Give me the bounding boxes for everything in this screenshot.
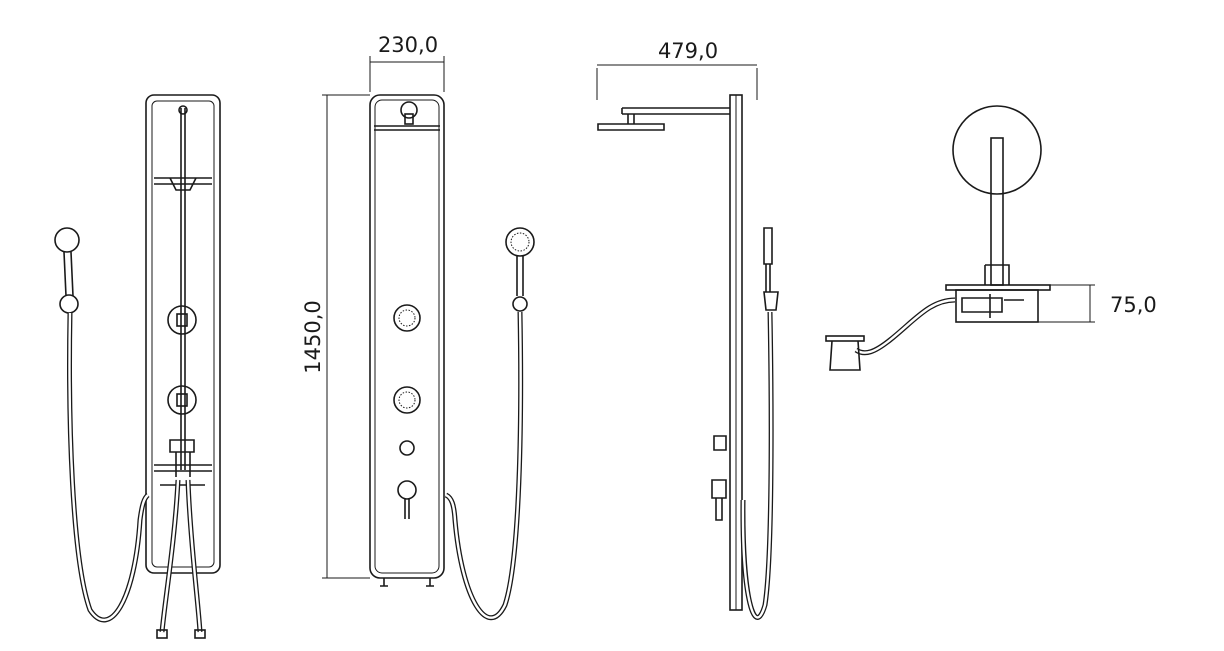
front-view: [322, 56, 535, 621]
mixer-lever: [397, 480, 417, 500]
body-jet-lower: [393, 386, 421, 414]
depth-dimension-label: 75,0: [1110, 293, 1157, 317]
top-view: [825, 105, 1095, 371]
height-dimension-label: 1450,0: [301, 300, 325, 373]
rear-view: [54, 94, 221, 639]
side-view: [596, 64, 779, 620]
width-dimension-label: 230,0: [378, 33, 438, 57]
body-jet-upper: [393, 304, 421, 332]
projection-dimension-label: 479,0: [658, 39, 718, 63]
diverter-knob: [399, 440, 415, 456]
